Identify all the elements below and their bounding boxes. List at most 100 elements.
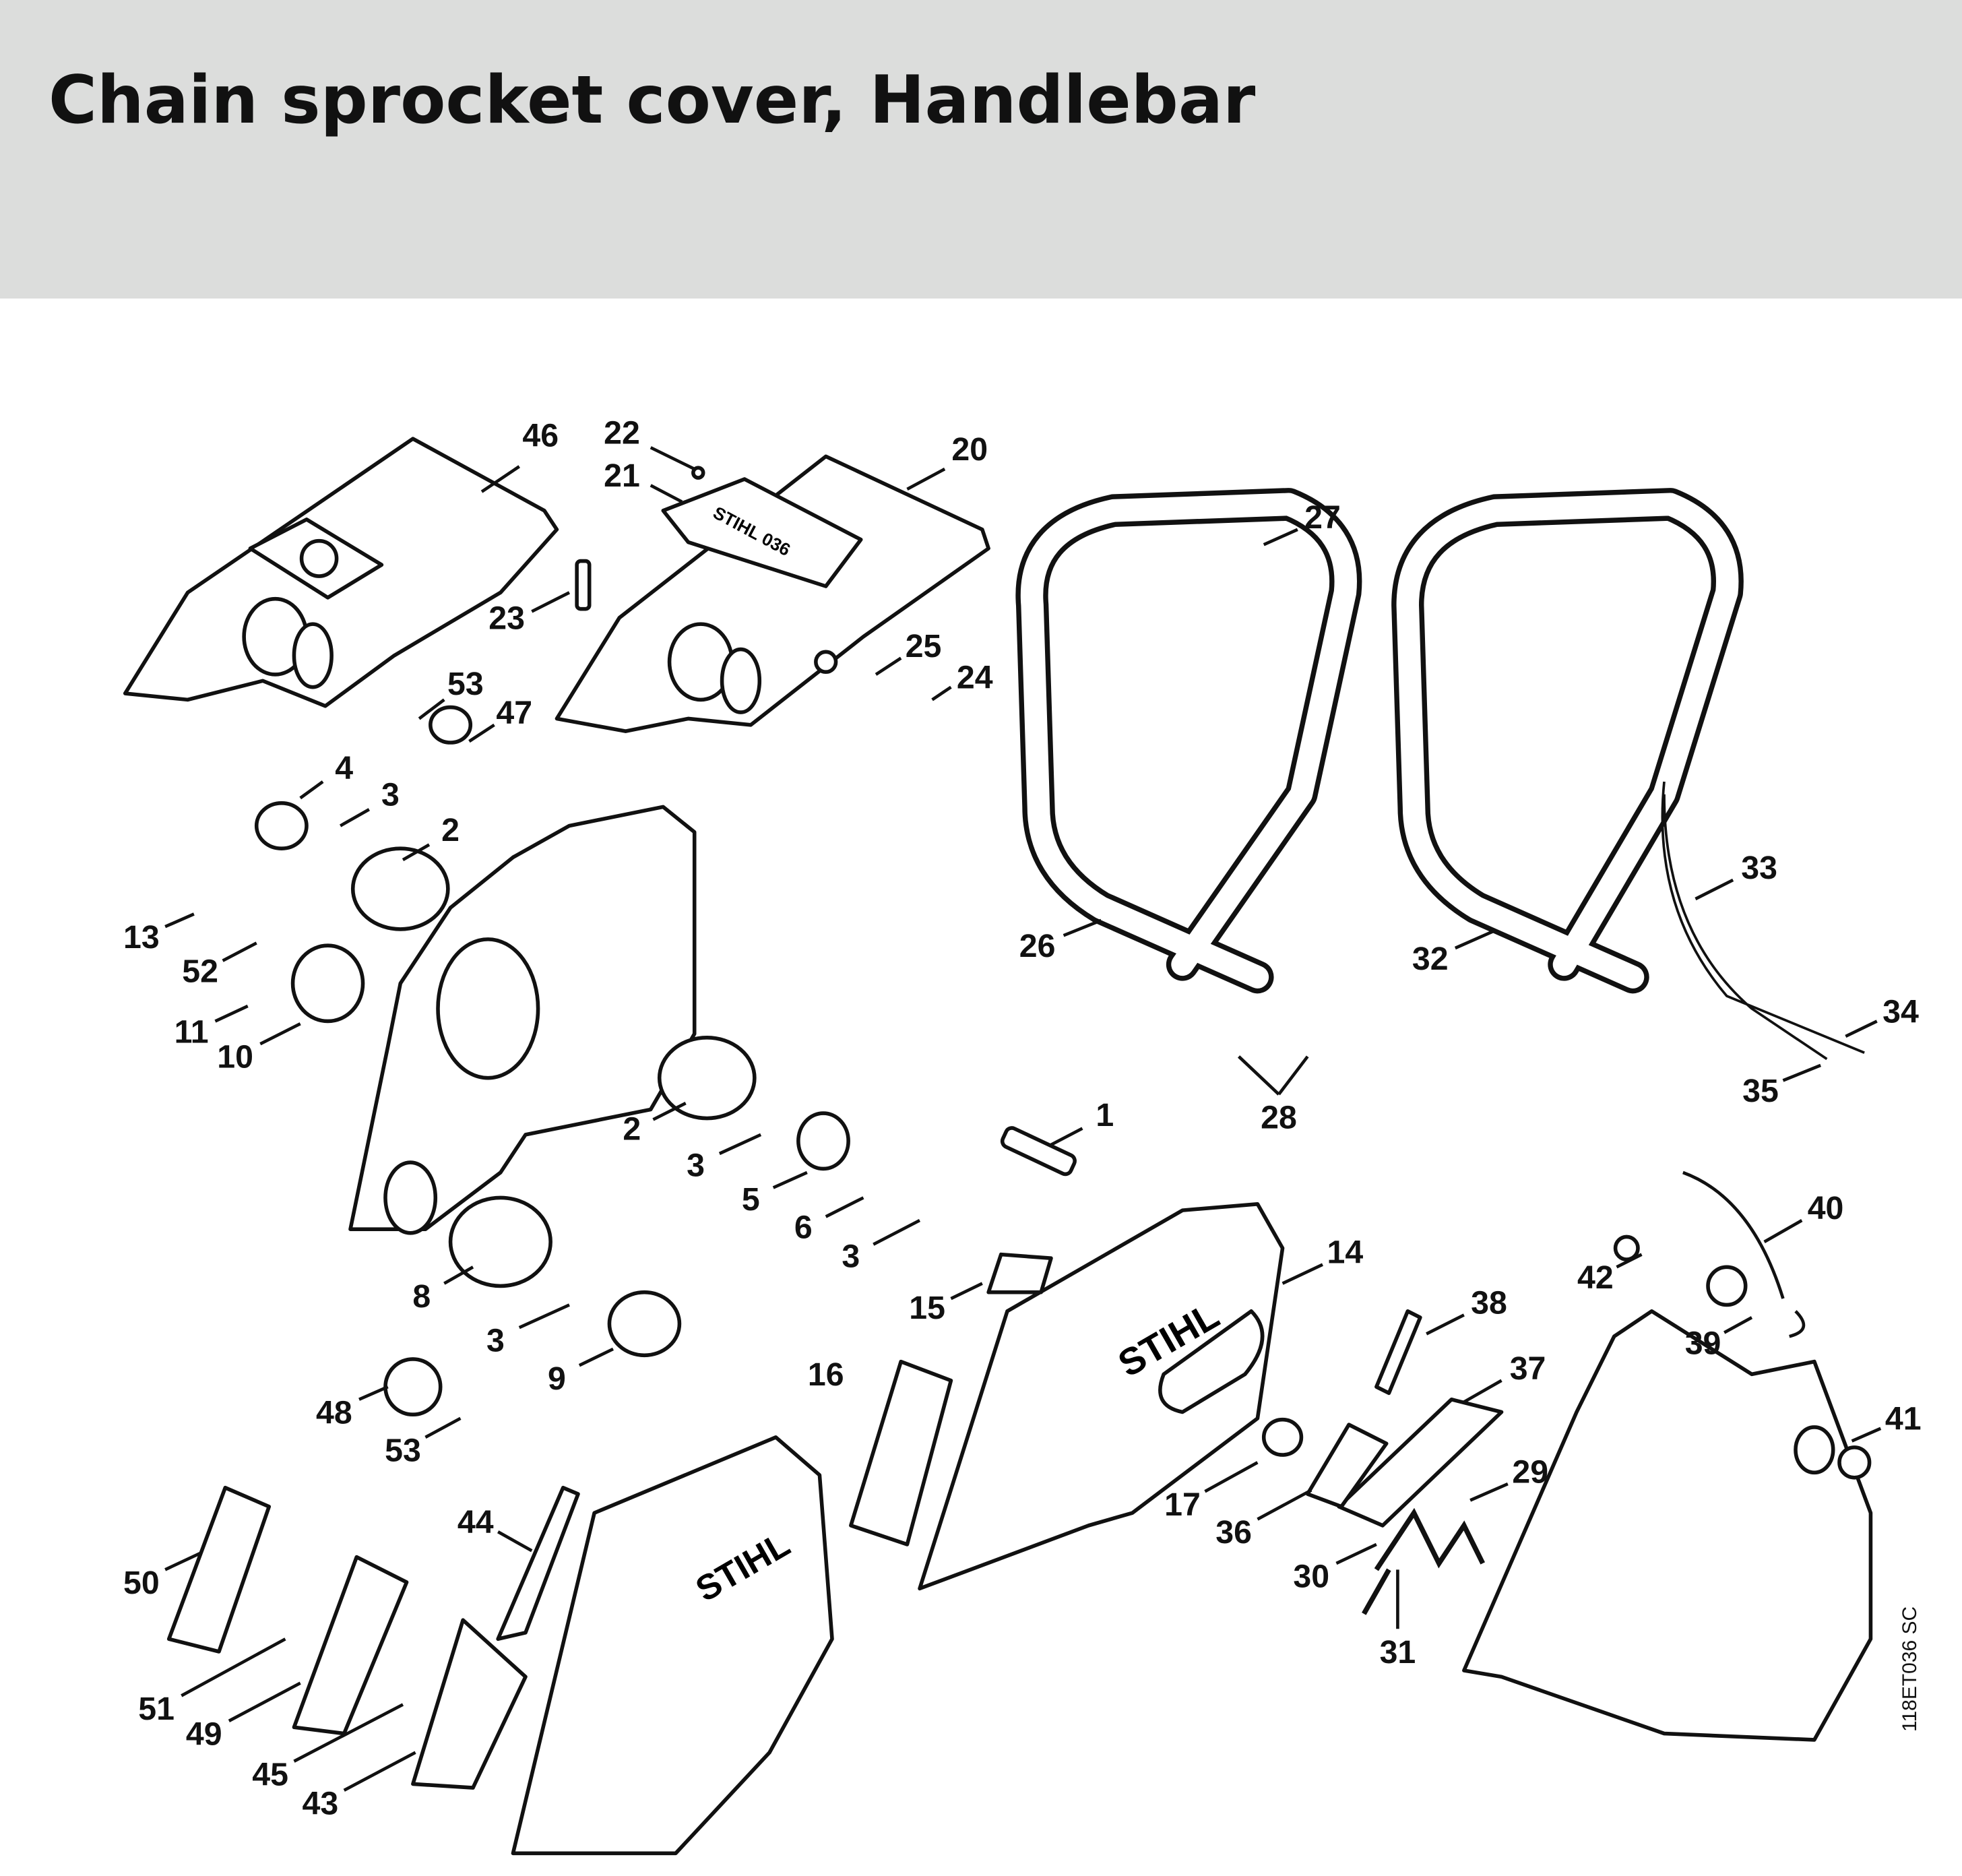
leader-line — [650, 484, 683, 503]
leader-line — [358, 1385, 389, 1401]
leader-line — [402, 843, 431, 862]
part-buffer-8 — [448, 1195, 552, 1288]
callout-38: 38 — [1471, 1284, 1507, 1321]
callout-34: 34 — [1882, 993, 1919, 1030]
handlebar-32-inner — [1396, 493, 1739, 989]
leader-line — [825, 1196, 864, 1218]
shroud-hole — [299, 538, 339, 578]
parts-drawings: STIHL 036 STIHL STIHL — [123, 437, 1873, 1856]
leader-line — [1763, 1219, 1803, 1243]
leader-line — [518, 1303, 570, 1330]
part-pin-38 — [1374, 1309, 1422, 1396]
shroud-opening — [720, 647, 762, 714]
leader-line — [950, 1282, 983, 1301]
callout-2: 2 — [623, 1111, 641, 1147]
callout-42: 42 — [1577, 1259, 1614, 1296]
leader-line — [1454, 929, 1496, 950]
callout-27: 27 — [1304, 499, 1341, 536]
leader-line — [875, 656, 902, 676]
leader-line — [259, 1022, 301, 1046]
leader-line — [1851, 1427, 1882, 1443]
part-plate-37 — [1337, 1397, 1504, 1528]
callout-24: 24 — [957, 659, 993, 695]
leader-line — [1616, 1253, 1643, 1269]
leader-line — [1469, 1482, 1509, 1502]
callout-43: 43 — [303, 1785, 339, 1821]
leader-line — [418, 698, 445, 720]
callout-26: 26 — [1019, 928, 1056, 964]
callout-46: 46 — [522, 417, 559, 454]
crankcase-opening — [383, 1160, 438, 1235]
callout-29: 29 — [1512, 1453, 1548, 1490]
leader-line — [1335, 1542, 1377, 1565]
part-block-36 — [1305, 1422, 1389, 1509]
drawing-code: 118ET036 SC — [1899, 1606, 1921, 1732]
part-strip-16 — [849, 1359, 953, 1546]
leader-line — [497, 1530, 533, 1553]
part-buffer-2a — [350, 846, 450, 931]
leader-line — [293, 1703, 404, 1763]
part-screw-42 — [1613, 1234, 1640, 1261]
part-cable-33 — [1661, 781, 1865, 1061]
leader-line — [164, 912, 195, 929]
part-buffer-2b — [657, 1035, 757, 1121]
callout-35: 35 — [1742, 1073, 1779, 1109]
part-washer-48 — [383, 1357, 443, 1417]
callout-2: 2 — [441, 812, 460, 848]
callout-36: 36 — [1215, 1514, 1252, 1551]
leader-line — [1050, 1127, 1083, 1146]
callout-30: 30 — [1293, 1558, 1329, 1594]
leader-line — [578, 1347, 614, 1367]
leader-line — [652, 1102, 687, 1121]
rear-handle-mount — [1794, 1425, 1835, 1475]
callout-47: 47 — [496, 695, 532, 731]
leader-line — [531, 591, 571, 613]
leader-line — [468, 723, 495, 743]
leader-line — [1723, 1316, 1753, 1334]
callout-40: 40 — [1808, 1190, 1844, 1226]
part-deflector-50 — [166, 1485, 272, 1654]
callout-33: 33 — [1741, 850, 1777, 886]
leader-line — [1845, 1020, 1878, 1038]
part-screw-22 — [691, 466, 705, 480]
callout-48: 48 — [316, 1394, 352, 1431]
part-sprocket-cover-43 — [511, 1435, 834, 1856]
leader-line — [772, 1170, 808, 1189]
callout-6: 6 — [794, 1209, 813, 1245]
header-band: Chain sprocket cover, Handlebar — [0, 0, 1962, 299]
leader-line — [1204, 1461, 1259, 1493]
callout-45: 45 — [252, 1756, 288, 1792]
callout-16: 16 — [808, 1356, 844, 1393]
part-screw-23 — [575, 559, 592, 611]
leader-line — [1257, 1489, 1312, 1521]
callout-11: 11 — [175, 1013, 209, 1050]
callout-41: 41 — [1885, 1401, 1922, 1437]
leader-line — [181, 1637, 286, 1697]
part-nut-17 — [1261, 1417, 1304, 1457]
part-wire-40 — [1682, 1170, 1806, 1338]
callout-15: 15 — [909, 1290, 945, 1326]
leader-line — [931, 685, 952, 701]
leader-line — [1277, 1055, 1309, 1096]
callout-39: 39 — [1685, 1325, 1721, 1361]
part-plate-21 — [661, 477, 863, 588]
part-spring-29 — [1362, 1507, 1486, 1615]
callout-9: 9 — [548, 1361, 566, 1397]
part-switch-39 — [1706, 1265, 1748, 1307]
leader-line — [340, 808, 370, 827]
callout-3: 3 — [486, 1323, 505, 1359]
callout-10: 10 — [217, 1039, 253, 1075]
callout-21: 21 — [604, 458, 640, 494]
leader-line — [222, 941, 257, 962]
callout-8: 8 — [412, 1278, 431, 1315]
callout-31: 31 — [1380, 1634, 1416, 1670]
callout-3: 3 — [687, 1147, 705, 1183]
leader-line — [1463, 1379, 1502, 1404]
leader-line — [1237, 1055, 1280, 1096]
leader-line — [480, 465, 521, 493]
leader-line — [1695, 878, 1734, 901]
leader-line — [650, 446, 695, 471]
callout-3: 3 — [381, 776, 400, 813]
leader-line — [718, 1133, 762, 1156]
callout-5: 5 — [742, 1181, 760, 1218]
